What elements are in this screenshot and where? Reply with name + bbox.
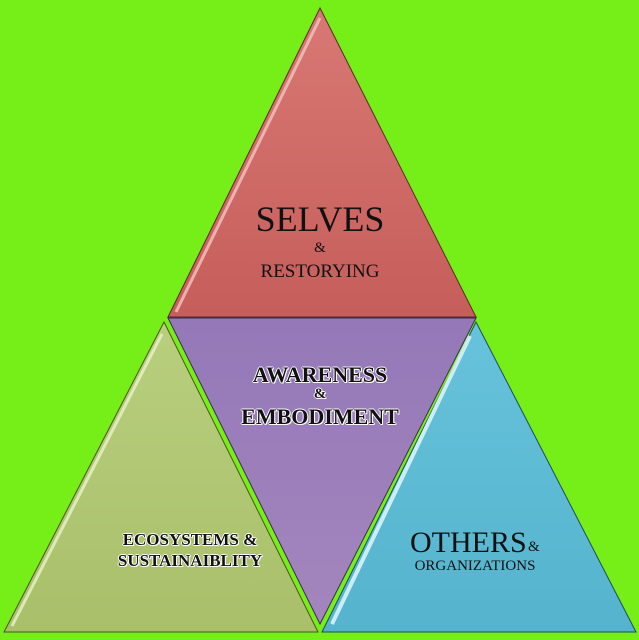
selves-highlight (174, 17, 322, 313)
selves-ampersand: & (314, 240, 326, 256)
selves-title: SELVES (255, 199, 385, 239)
awareness-triangle (167, 317, 477, 626)
others-triangle (321, 320, 637, 633)
selves-triangle (167, 6, 477, 318)
others-ampersand: & (528, 539, 540, 555)
ecosystems-subtitle: SUSTAINAIBLITY (117, 551, 263, 570)
selves-subtitle: RESTORYING (260, 261, 380, 282)
others-subtitle: ORGANIZATIONS (414, 558, 536, 574)
awareness-subtitle: EMBODIMENT (241, 404, 399, 429)
ecosystems-highlight (10, 333, 164, 627)
ecosystems-triangle (3, 320, 319, 633)
others-highlight (330, 335, 472, 625)
awareness-ampersand: & (313, 386, 327, 402)
awareness-title: AWARENESS (252, 362, 388, 387)
ecosystems-title: ECOSYSTEMS & (122, 530, 258, 549)
others-title: OTHERS (410, 526, 527, 559)
